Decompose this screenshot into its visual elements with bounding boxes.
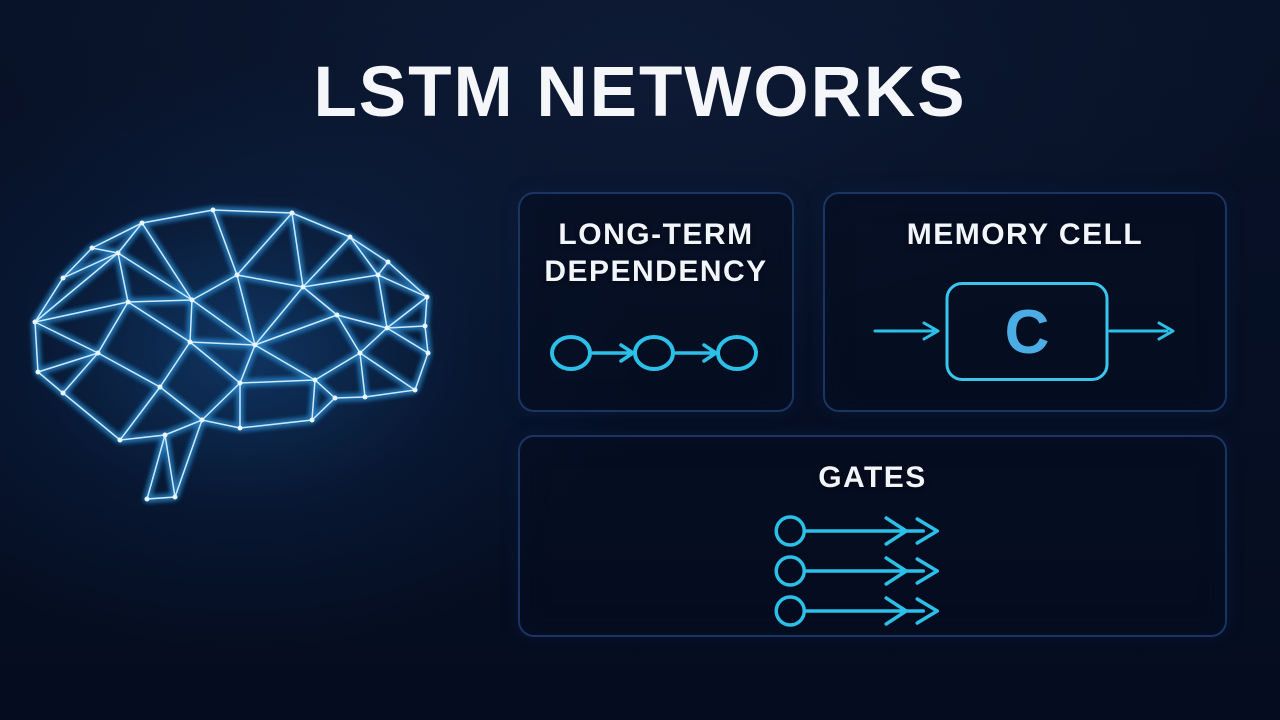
circle-arrow-row-icon	[773, 515, 939, 547]
memory-cell-box	[945, 282, 1109, 381]
cell-input-arrow-icon	[873, 321, 940, 341]
cell-box-flow-icon: C	[873, 282, 1175, 381]
chain-node-icon	[633, 335, 675, 371]
panel-title-line: DEPENDENCY	[544, 255, 768, 288]
cell-output-arrow-icon	[1108, 321, 1175, 341]
brain-node-dots	[32, 207, 431, 502]
gate-node-icon	[773, 595, 806, 627]
circle-arrow-row-icon	[773, 555, 939, 587]
brain-wireframe-icon	[8, 178, 478, 518]
panel-title-long-term-dependency: LONG-TERM DEPENDENCY	[520, 216, 792, 290]
brain-mesh-lines	[34, 209, 429, 500]
chain-node-icon	[550, 335, 592, 371]
panel-memory-cell: MEMORY CELL C	[823, 192, 1227, 412]
circle-arrow-row-icon	[773, 595, 939, 627]
memory-cell-label: C	[1005, 298, 1050, 367]
chain-arrow-icon	[591, 343, 635, 363]
page-title: LSTM NETWORKS	[313, 53, 967, 132]
chain-node-icon	[716, 335, 758, 371]
gate-arrow-icon	[801, 516, 939, 546]
panel-long-term-dependency: LONG-TERM DEPENDENCY	[518, 192, 794, 412]
brain-wireframe-svg	[8, 178, 478, 518]
gate-node-icon	[773, 515, 806, 547]
panel-title-memory-cell: MEMORY CELL	[906, 218, 1144, 251]
panel-title-line: LONG-TERM	[558, 218, 754, 251]
gate-arrow-icon	[801, 556, 939, 586]
node-chain-arrow-icon	[550, 335, 758, 371]
gate-arrow-rows	[773, 513, 945, 629]
gate-node-icon	[773, 555, 806, 587]
gate-arrow-icon	[801, 596, 939, 626]
panel-gates: GATES	[518, 435, 1227, 637]
panel-title-gates: GATES	[818, 461, 927, 494]
chain-arrow-icon	[674, 343, 718, 363]
